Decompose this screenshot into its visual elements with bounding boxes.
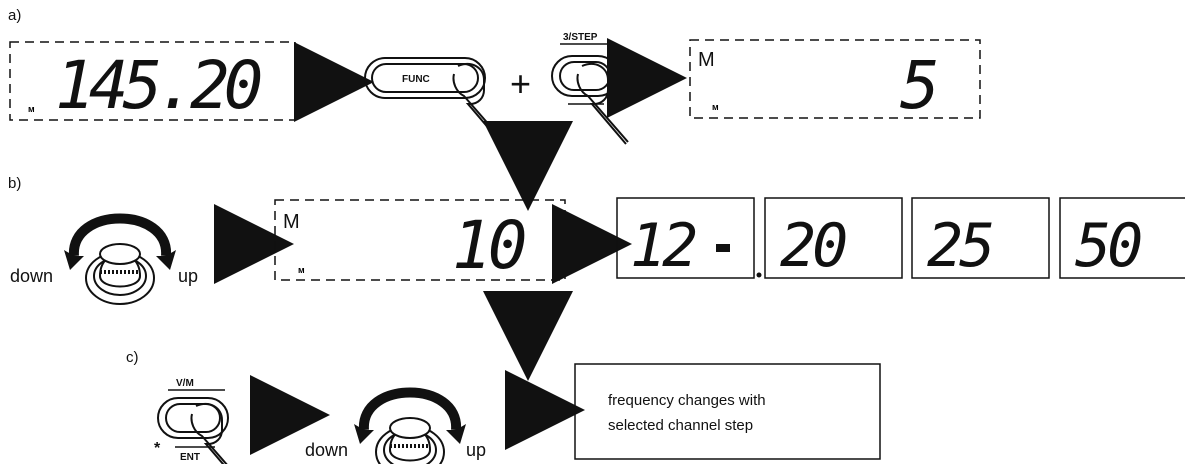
note-line-1: frequency changes with bbox=[608, 392, 766, 409]
selected-digits: 10 bbox=[452, 207, 525, 284]
m-small-mark: м bbox=[712, 102, 719, 112]
step-key-label: 3/STEP bbox=[563, 32, 598, 43]
decimal-dot bbox=[756, 272, 762, 278]
knob-up-label: up bbox=[178, 266, 198, 286]
display-freq: м 145.20 bbox=[9, 41, 296, 124]
option-20: 20 bbox=[780, 211, 846, 281]
ent-key-label: ENT bbox=[180, 452, 200, 463]
step-label-a: a) bbox=[8, 7, 21, 24]
dial-knob-b[interactable] bbox=[64, 219, 176, 305]
option-25: 25 bbox=[927, 211, 992, 281]
option-50: 50 bbox=[1075, 211, 1141, 281]
func-button[interactable]: FUNC bbox=[364, 57, 505, 145]
dial-knob-c[interactable] bbox=[354, 393, 466, 464]
display-step: M м 5 bbox=[689, 39, 981, 124]
note-box: frequency changes with selected channel … bbox=[574, 363, 881, 460]
knob-up-label: up bbox=[466, 440, 486, 460]
freq-digits: 145.20 bbox=[55, 47, 261, 124]
step-label-c: c) bbox=[126, 349, 139, 366]
vm-ent-button[interactable]: V/M * ENT bbox=[154, 378, 243, 464]
decimal-block bbox=[716, 244, 730, 252]
vm-key-label: V/M bbox=[176, 378, 194, 389]
display-selected: M м 10 bbox=[274, 199, 566, 284]
step-button[interactable]: 3/STEP bbox=[551, 32, 629, 145]
knob-down-label: down bbox=[10, 266, 53, 286]
m-mark: M bbox=[698, 49, 715, 71]
step-digit: 5 bbox=[900, 47, 940, 124]
option-12: 12 bbox=[630, 211, 695, 281]
knob-down-label: down bbox=[305, 440, 348, 460]
m-small-mark: м bbox=[28, 104, 35, 114]
m-small-mark: м bbox=[298, 265, 305, 275]
m-mark: M bbox=[283, 211, 300, 233]
note-line-2: selected channel step bbox=[608, 417, 753, 434]
plus-sign: + bbox=[510, 63, 531, 104]
step-options: 12 20 25 50 bbox=[616, 197, 1185, 281]
step-label-b: b) bbox=[8, 175, 21, 192]
star-mark: * bbox=[154, 440, 161, 457]
func-label: FUNC bbox=[402, 74, 430, 85]
